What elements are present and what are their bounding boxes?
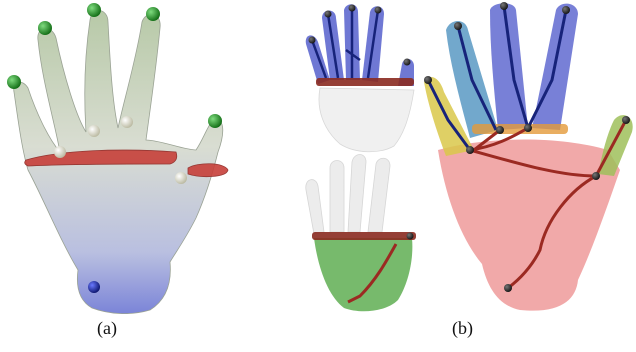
finger-node <box>592 172 600 180</box>
finger-node <box>404 59 411 66</box>
knuckle-joint <box>121 116 133 128</box>
fingertip-joint <box>38 21 52 35</box>
finger-node <box>496 126 504 134</box>
fingertip-joint <box>208 114 222 128</box>
finger-node <box>466 146 474 154</box>
finger-node <box>349 5 356 12</box>
finger-node <box>622 116 630 124</box>
finger-node <box>562 6 570 14</box>
finger-node <box>524 124 532 132</box>
finger-node <box>500 2 508 10</box>
palm-segment-green <box>314 238 412 311</box>
finger-node <box>504 284 512 292</box>
ghost-palm-top <box>319 88 414 152</box>
finger-node <box>325 11 332 18</box>
knuckle-joint <box>88 125 100 137</box>
fingertip-joint <box>7 75 21 89</box>
finger-node <box>407 233 414 240</box>
panel-b-palm-hand <box>306 155 416 312</box>
panel-b-fingers-hand <box>306 4 414 152</box>
panel-b-combined-hand <box>424 2 633 311</box>
knuckle-band <box>316 78 414 86</box>
knuckle-joint <box>175 172 187 184</box>
finger-node <box>375 7 382 14</box>
wrist-joint <box>88 281 100 293</box>
panel-a-hand <box>7 3 228 314</box>
knuckle-joint <box>54 146 66 158</box>
ghost-fingers-bottom <box>306 155 390 235</box>
caption-b: (b) <box>452 318 473 339</box>
finger-node <box>454 22 462 30</box>
finger-node <box>309 37 316 44</box>
finger-node <box>424 76 432 84</box>
caption-a: (a) <box>97 318 117 339</box>
fingertip-joint <box>146 7 160 21</box>
knuckle-band <box>312 232 416 240</box>
finger-segment-olive <box>598 115 633 176</box>
fingertip-joint <box>87 3 101 17</box>
thumb-band-a <box>188 164 228 177</box>
